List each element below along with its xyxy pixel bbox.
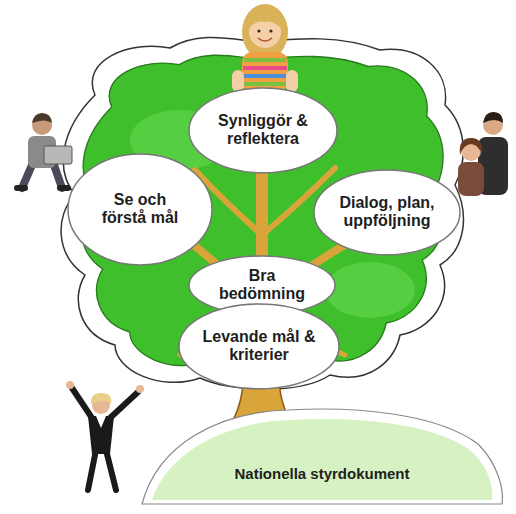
man-with-laptop	[14, 113, 72, 191]
text-holder: Nationella styrdokument	[138, 404, 506, 508]
shoe	[57, 185, 71, 191]
node-label: Levande mål & kriterier	[196, 328, 322, 365]
hair	[242, 4, 288, 60]
woman-body	[458, 162, 484, 196]
node-label: Se och förstå mål	[90, 191, 190, 228]
jacket	[88, 416, 114, 454]
stripe	[244, 58, 286, 62]
shirt	[242, 52, 288, 92]
eye	[257, 29, 260, 32]
arms	[72, 388, 138, 418]
stripe	[243, 66, 287, 70]
hand	[66, 381, 74, 389]
ellipse-outline	[179, 304, 339, 389]
ground-border	[142, 409, 502, 504]
legs	[22, 165, 62, 188]
ground-label: Nationella styrdokument	[234, 465, 409, 482]
stripe	[243, 82, 287, 86]
text-holder: Levande mål & kriterier	[178, 303, 340, 390]
man-hair	[483, 112, 503, 123]
hair	[32, 113, 52, 123]
shirt	[96, 416, 106, 428]
girl-figure	[232, 4, 298, 92]
text-holder: Bra bedömning	[188, 255, 336, 316]
text-holder: Dialog, plan, uppföljning	[313, 169, 461, 256]
cheering-woman	[66, 381, 144, 490]
woman-hair	[460, 138, 483, 155]
hand	[136, 385, 144, 393]
hair	[91, 393, 111, 404]
ground-shape	[138, 404, 506, 508]
text-holder: Synliggör & reflektera	[188, 87, 338, 174]
node-label: Synliggör & reflektera	[207, 112, 319, 149]
legs	[88, 450, 116, 490]
ellipse-outline	[68, 153, 212, 264]
laptop	[44, 146, 72, 164]
stripe	[243, 74, 287, 78]
cloud-shape	[61, 37, 463, 389]
node-label: Bra bedömning	[212, 267, 312, 304]
text-holder: Se och förstå mål	[67, 153, 213, 266]
crown-highlight	[325, 262, 415, 318]
ground-fill	[152, 419, 492, 500]
ellipse-node: Se och förstå mål	[67, 153, 213, 266]
node-label: Dialog, plan, uppföljning	[331, 194, 443, 231]
ellipse-node: Bra bedömning	[188, 255, 336, 316]
ellipse-node: Levande mål & kriterier	[178, 303, 340, 390]
ellipse-node: Dialog, plan, uppföljning	[313, 169, 461, 256]
ellipse-node: Synliggör & reflektera	[188, 87, 338, 174]
ellipse-outline	[314, 170, 460, 255]
eye	[269, 29, 272, 32]
ground-band: Nationella styrdokument	[138, 404, 506, 508]
cloud-outline	[61, 37, 463, 389]
couple-figure	[458, 112, 508, 196]
shoe	[14, 185, 28, 191]
arm	[286, 70, 298, 92]
smile	[258, 38, 272, 41]
ellipse-outline	[189, 88, 337, 173]
bangs	[249, 12, 281, 28]
